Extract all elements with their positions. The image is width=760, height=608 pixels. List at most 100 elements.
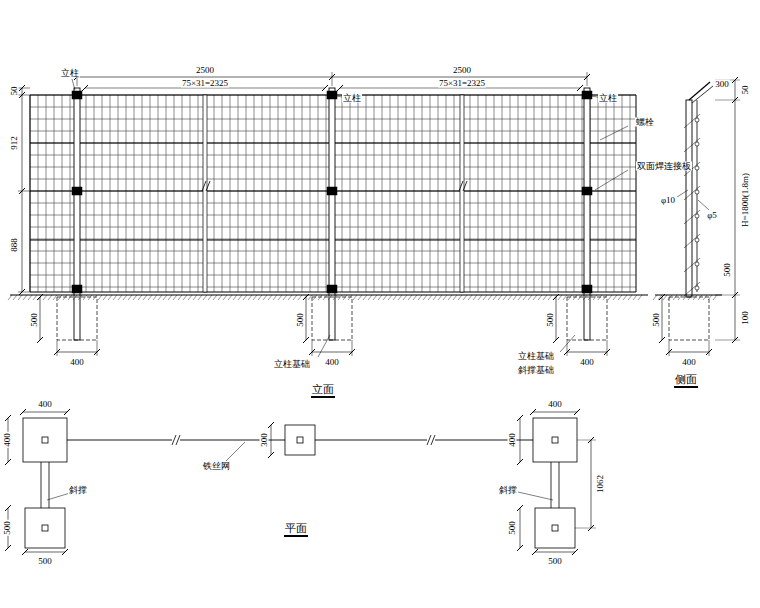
dimension: 500	[547, 557, 563, 566]
ground-hatch	[43, 295, 47, 300]
ground-hatch	[223, 295, 227, 300]
mesh-wire	[110, 95, 111, 292]
mesh-wire	[278, 95, 279, 292]
leader-line	[595, 170, 628, 190]
ground-hatch	[78, 295, 82, 300]
dimension-tick	[584, 74, 590, 80]
mesh-wire	[230, 95, 231, 292]
ground-hatch	[513, 295, 517, 300]
ground-hatch	[693, 295, 697, 300]
fence-post	[329, 88, 335, 340]
dimension: 400	[69, 358, 85, 367]
ground-hatch	[268, 295, 272, 300]
ground-hatch	[388, 295, 392, 300]
dimension-line	[23, 412, 67, 413]
mesh-wire	[38, 95, 39, 292]
dimension: 400	[508, 432, 517, 448]
part-name: 铁丝网	[202, 462, 231, 471]
ground-hatch	[403, 295, 407, 300]
ground-hatch	[238, 295, 242, 300]
ground-hatch	[638, 295, 642, 300]
ground-hatch	[618, 295, 622, 300]
mesh-wire	[534, 95, 535, 292]
mesh-wire	[398, 95, 399, 292]
extension-line	[312, 340, 313, 356]
mesh-wire	[430, 95, 431, 292]
ground-hatch	[308, 295, 312, 300]
mesh-wire	[438, 95, 439, 292]
ground-hatch	[633, 295, 637, 300]
dimension-tick	[268, 452, 274, 458]
bolt-hole	[695, 286, 699, 290]
ground-hatch	[258, 295, 262, 300]
ground-hatch	[683, 295, 687, 300]
view-title: 立面	[311, 384, 335, 398]
break-mark	[459, 181, 463, 191]
ground-hatch	[178, 295, 182, 300]
ground-hatch	[98, 295, 102, 300]
dimension-line	[735, 80, 736, 340]
part-name: 立柱	[598, 94, 618, 103]
dimension-tick	[732, 337, 738, 343]
part-name: 螺栓	[635, 118, 655, 127]
part-name: 立柱基础	[273, 360, 311, 369]
intermediate-post	[203, 95, 207, 292]
mesh-wire	[574, 95, 575, 292]
break-mark	[431, 435, 435, 445]
dimension: φ5	[706, 211, 718, 220]
ground-hatch	[453, 295, 457, 300]
diagonal-brace	[551, 462, 552, 508]
mesh-wire	[374, 95, 375, 292]
dimension: 500	[30, 312, 39, 328]
footing-square	[535, 508, 575, 548]
ground-hatch	[678, 295, 682, 300]
dimension-tick	[5, 545, 11, 551]
post-section	[552, 437, 558, 443]
dimension-tick	[553, 294, 559, 300]
mesh-wire	[254, 95, 255, 292]
extension-line	[567, 340, 568, 356]
dimension: 500	[652, 312, 661, 328]
ground-hatch	[323, 295, 327, 300]
mesh-wire	[542, 95, 543, 292]
mesh-section	[684, 210, 700, 224]
dimension-tick	[20, 409, 26, 415]
ground-hatch	[568, 295, 572, 300]
dimension-tick	[732, 292, 738, 298]
mesh-wire	[502, 95, 503, 292]
post-foundation	[312, 297, 352, 340]
ground-hatch	[63, 295, 67, 300]
dimension-tick	[532, 549, 538, 555]
weld-plate	[327, 285, 337, 293]
wire-mesh-line	[67, 440, 172, 441]
dimension: 912	[10, 135, 19, 151]
dimension-line	[306, 297, 307, 340]
ground-hatch	[293, 295, 297, 300]
ground-hatch	[338, 295, 342, 300]
dimension-line	[340, 88, 580, 89]
mesh-wire	[102, 95, 103, 292]
break-mark	[172, 435, 176, 445]
leader-line	[47, 493, 70, 500]
dimension-tick	[517, 545, 523, 551]
ground-hatch	[183, 295, 187, 300]
mesh-section	[684, 114, 700, 128]
dimension-line	[556, 297, 557, 340]
dimension-line	[669, 352, 709, 353]
dimension-line	[591, 440, 592, 528]
dimension-tick	[268, 422, 274, 428]
dimension-tick	[19, 92, 25, 98]
extension-line	[669, 340, 670, 356]
break-mark	[463, 181, 467, 191]
bolt-hole	[695, 238, 699, 242]
ground-hatch	[208, 295, 212, 300]
mesh-wire	[142, 95, 143, 292]
mesh-wire	[190, 95, 191, 292]
ground-hatch	[118, 295, 122, 300]
mesh-section	[684, 234, 700, 248]
mesh-wire	[342, 95, 343, 292]
ground-hatch	[143, 295, 147, 300]
ground-hatch	[668, 295, 672, 300]
ground-hatch	[583, 295, 587, 300]
